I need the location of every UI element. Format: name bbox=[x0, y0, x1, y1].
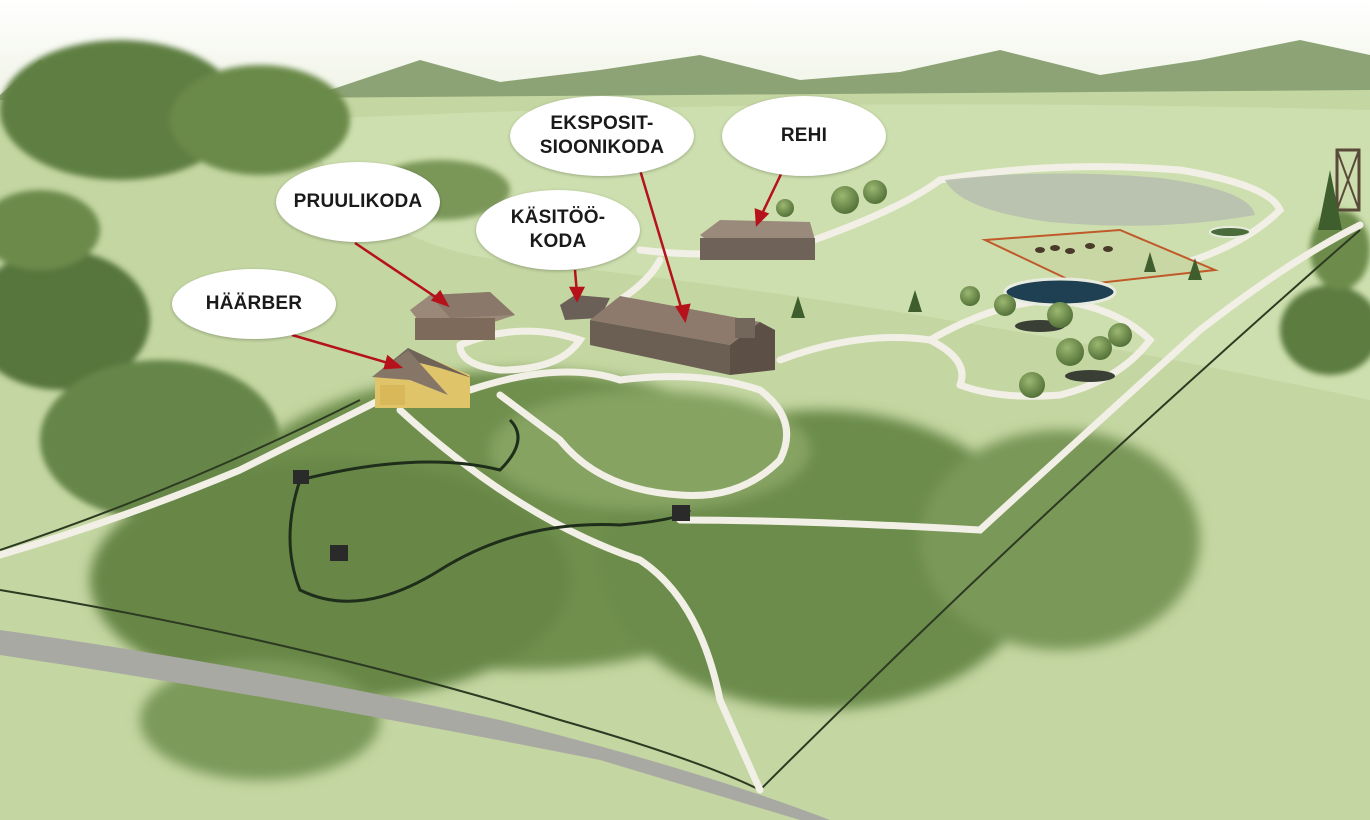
building-pruulikoda bbox=[410, 292, 515, 340]
label-kasitookoda: KÄSITÖÖ- KODA bbox=[476, 190, 640, 270]
building-kasitookoda bbox=[560, 295, 610, 320]
central-forest bbox=[90, 370, 1200, 780]
fences bbox=[0, 229, 1361, 791]
road bbox=[0, 630, 830, 820]
label-ekspositsioonikoda: EKSPOSIT- SIOONIKODA bbox=[510, 96, 694, 176]
scattered-trees bbox=[776, 170, 1342, 398]
pond bbox=[1003, 277, 1117, 307]
trail-huts bbox=[293, 470, 690, 561]
ring-2 bbox=[1065, 370, 1115, 382]
lookout-tower bbox=[1335, 148, 1361, 212]
ring-3 bbox=[1209, 226, 1251, 238]
flower-meadow bbox=[945, 173, 1255, 226]
building-ekspositsioonikoda bbox=[590, 296, 775, 375]
building-rehi bbox=[700, 220, 815, 260]
label-haarber: HÄÄRBER bbox=[172, 269, 336, 339]
label-rehi: REHI bbox=[722, 96, 886, 176]
pointers bbox=[291, 169, 785, 370]
animal-enclosure bbox=[981, 228, 1219, 287]
label-pruulikoda: PRUULIKODA bbox=[276, 162, 440, 242]
animals bbox=[1035, 243, 1113, 254]
left-forest bbox=[0, 40, 510, 520]
forest-trail bbox=[288, 418, 692, 603]
